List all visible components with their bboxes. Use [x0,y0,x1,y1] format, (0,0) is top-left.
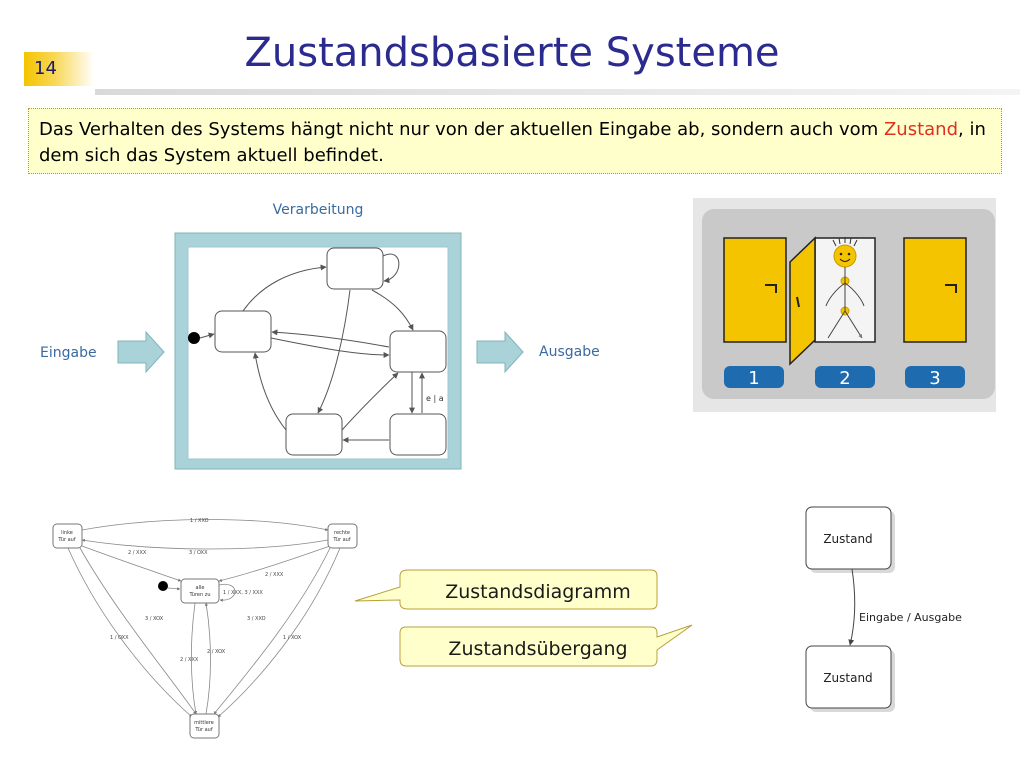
state-left-door-open [52,523,83,549]
callout-state-diagram-label: Zustandsdiagramm [445,581,631,603]
output-arrow [476,330,524,374]
intro-text-part1: Das Verhalten des Systems hängt nicht nu… [39,119,884,140]
state-bottom-line1: mittlere [194,720,214,726]
door-3-handle [945,284,957,293]
state-left-line2: Tür auf [57,537,75,543]
simple-state-top-label: Zustand [823,532,872,546]
title-divider [95,89,1020,95]
door-2-open [789,236,816,366]
transition-label-2a: 2 / XXX [128,550,147,556]
processing-transition-label: e | a [426,394,444,403]
intro-note-box: Das Verhalten des Systems hängt nicht nu… [28,108,1002,174]
door-1-label: 1 [748,368,759,389]
input-arrow [117,330,165,374]
door-3-label: 3 [929,368,940,389]
processing-state-top [326,247,384,290]
transition-label-self: 1 / XXX, 3 / XXX [223,590,263,596]
state-right-line2: Tür auf [332,537,350,543]
door-2-handle [796,296,800,308]
processing-state-bottom-right [389,413,447,456]
state-machine-initial-dot [158,581,168,591]
simple-state-bottom-label: Zustand [823,671,872,685]
doors-illustration: 1 2 3 [693,198,996,412]
transition-label-top: 1 / XXO [190,518,209,524]
transition-label-3b: 3 / XOX [145,616,164,622]
simple-state-bottom [805,645,892,709]
intro-text-part2: , in dem sich das System aktuell befinde… [39,119,986,166]
state-all-doors-closed [180,578,220,604]
processing-state-right [389,330,447,373]
door-1-badge [724,366,784,388]
state-bottom-line2: Tür auf [194,727,212,733]
transition-label-1b: 1 / XOX [283,635,302,641]
page-title: Zustandsbasierte Systeme [244,30,780,76]
simple-transition-arrow [848,568,856,646]
callout-state-transition-label: Zustandsübergang [448,638,627,660]
callout-state-diagram: Zustandsdiagramm [354,569,658,610]
state-machine-diagram: linke Tür auf rechte Tür auf alle Türen … [52,518,358,739]
transition-label-1a: 1 / OXX [110,635,129,641]
slide-number: 14 [24,52,94,86]
simple-transition-diagram: Zustand Eingabe / Ausgabe Zustand [805,506,962,712]
simple-state-top [805,506,892,570]
state-right-line1: rechte [334,530,350,536]
processing-state-left [214,310,272,353]
door-3-badge [905,366,965,388]
stick-figure-icon [825,237,864,338]
state-right-door-open [327,523,358,549]
state-center-line1: alle [196,585,205,591]
transition-label-3c: 3 / XXO [247,616,266,622]
transition-label-2b: 2 / XXX [265,572,284,578]
door-2-label: 2 [839,368,850,389]
state-center-line2: Türen zu [188,592,210,598]
door-1-handle [765,284,777,293]
input-label: Eingabe [40,345,97,361]
intro-highlight-zustand: Zustand [883,119,958,140]
state-middle-door-open [189,713,220,739]
processing-state-bottom-left [285,413,343,456]
processing-title: Verarbeitung [273,202,364,218]
transition-label-3a: 3 / OXX [189,550,208,556]
callout-state-transition: Zustandsübergang [399,624,693,667]
door-2-badge [815,366,875,388]
output-label: Ausgabe [539,344,600,360]
transition-label-2c: 2 / XOX [207,649,226,655]
processing-diagram: Verarbeitung Eingabe Ausgabe [40,202,600,470]
transition-label-2d: 2 / XXX [180,657,199,663]
state-machine-transitions [67,519,341,718]
state-left-line1: linke [61,530,73,536]
processing-transitions [199,253,425,443]
initial-state-dot [188,332,200,344]
simple-transition-label: Eingabe / Ausgabe [859,611,962,624]
